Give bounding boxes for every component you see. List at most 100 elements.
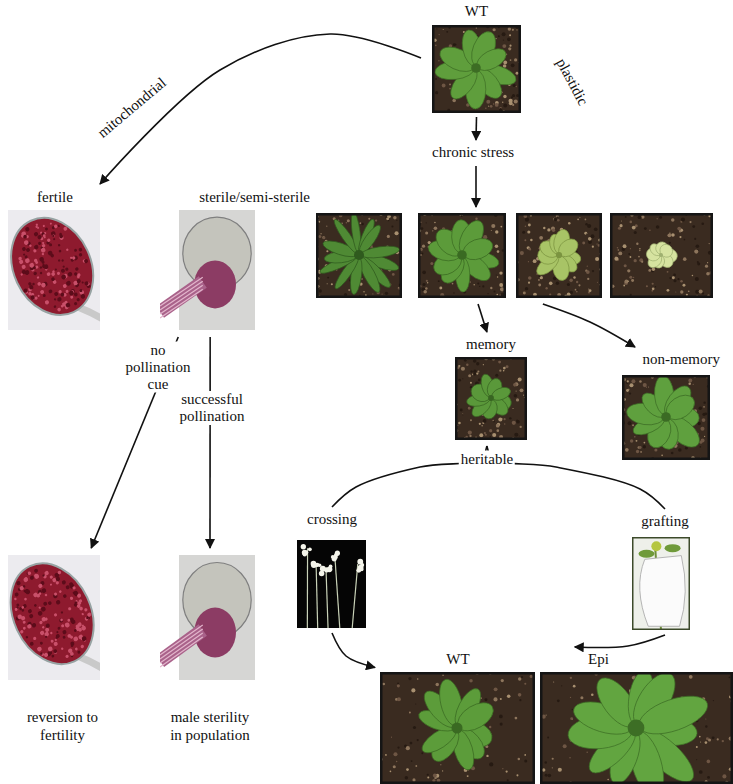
soil-grain xyxy=(618,227,621,230)
soil-grain xyxy=(516,419,518,421)
flower xyxy=(315,563,319,567)
soil-grain xyxy=(503,95,506,98)
soil-grain xyxy=(514,433,518,437)
pollen-grain xyxy=(29,575,34,580)
soil-grain xyxy=(592,270,594,272)
soil-grain xyxy=(538,279,540,281)
soil-grain xyxy=(588,240,592,244)
soil-grain xyxy=(667,233,671,237)
soil-grain xyxy=(552,758,554,760)
soil-grain xyxy=(508,27,511,30)
soil-grain xyxy=(462,414,463,415)
soil-grain xyxy=(398,287,399,288)
soil-grain xyxy=(695,277,699,281)
soil-grain xyxy=(648,386,649,387)
pollen-grain xyxy=(36,276,39,279)
soil-grain xyxy=(693,384,694,385)
pollen-grain xyxy=(28,292,32,296)
soil-grain xyxy=(501,679,504,682)
soil-grain xyxy=(421,227,424,230)
soil-grain xyxy=(545,761,547,763)
pollen-grain xyxy=(39,271,42,274)
soil-grain xyxy=(422,270,426,274)
pollen-grain xyxy=(86,616,89,619)
pollen-grain xyxy=(70,619,75,624)
soil-grain xyxy=(498,35,500,37)
pollen-grain xyxy=(84,616,89,621)
plant-photo xyxy=(432,25,521,113)
connector xyxy=(475,117,477,140)
pollen-grain xyxy=(26,624,32,630)
pollen-grain xyxy=(78,627,83,632)
panel-label: grafting xyxy=(625,512,705,530)
soil-grain xyxy=(679,236,681,238)
pollen-grain xyxy=(45,627,50,632)
soil-grain xyxy=(587,265,588,266)
soil-grain xyxy=(473,284,474,285)
pollen-grain xyxy=(14,597,17,600)
pollen-grain xyxy=(62,265,65,268)
soil-grain xyxy=(570,717,573,720)
soil-grain xyxy=(331,283,333,285)
pot-rim xyxy=(610,213,713,298)
soil-grain xyxy=(516,72,519,75)
soil-grain xyxy=(494,687,498,691)
photo-ground xyxy=(610,213,713,298)
soil-grain xyxy=(528,282,530,284)
photo-panel: fertile xyxy=(5,188,105,333)
pollen-grain xyxy=(72,586,76,590)
pollen-grain xyxy=(79,606,84,611)
soil-grain xyxy=(582,241,585,244)
soil-grain xyxy=(453,292,455,294)
anther xyxy=(8,210,100,328)
soil-grain xyxy=(625,448,629,452)
plant-photo xyxy=(455,357,527,440)
pollen-grain xyxy=(81,636,87,642)
soil-grain xyxy=(623,285,625,287)
soil-grain xyxy=(500,226,502,228)
pollen-grain xyxy=(65,267,69,271)
soil-grain xyxy=(427,774,429,776)
soil-grain xyxy=(706,272,710,276)
pollen-grain xyxy=(64,622,70,628)
pollen-grain xyxy=(50,230,56,236)
soil-grain xyxy=(396,761,398,763)
filament-stripe xyxy=(160,637,203,667)
soil-grain xyxy=(481,425,482,426)
soil-grain xyxy=(509,417,511,419)
soil-grain xyxy=(461,215,463,217)
panel-label: sterile/semi-sterile xyxy=(160,188,312,206)
pollen-grain xyxy=(40,652,43,655)
soil-grain xyxy=(569,757,571,759)
soil-grain xyxy=(479,286,480,287)
soil-grain xyxy=(396,220,397,221)
pollen-grain xyxy=(65,302,71,308)
soil-grain xyxy=(654,449,657,452)
soil-grain xyxy=(510,59,512,61)
photo-ground xyxy=(432,25,521,113)
soil-grain xyxy=(473,359,477,363)
soil-grain xyxy=(503,418,505,420)
pollen-grain xyxy=(29,244,32,247)
soil-grain xyxy=(512,29,514,31)
soil-grain xyxy=(395,231,399,235)
soil-grain xyxy=(639,380,642,383)
pollen-grain xyxy=(41,588,47,594)
bud xyxy=(651,541,661,551)
soil-grain xyxy=(484,432,486,434)
soil-grain xyxy=(692,225,695,228)
soil-grain xyxy=(468,407,471,410)
soil-grain xyxy=(520,426,522,428)
soil-grain xyxy=(318,235,321,238)
soil-grain xyxy=(636,450,639,453)
pollen-grain xyxy=(76,278,81,283)
soil-grain xyxy=(421,752,423,754)
pollen-grain xyxy=(29,613,34,618)
pollen-grain xyxy=(78,253,82,257)
pollen-grain xyxy=(50,639,54,643)
pollen-grain xyxy=(14,607,18,611)
soil-grain xyxy=(699,406,703,410)
soil-grain xyxy=(688,290,690,292)
pollen-grain xyxy=(37,295,40,298)
pollen-grain xyxy=(72,591,75,594)
